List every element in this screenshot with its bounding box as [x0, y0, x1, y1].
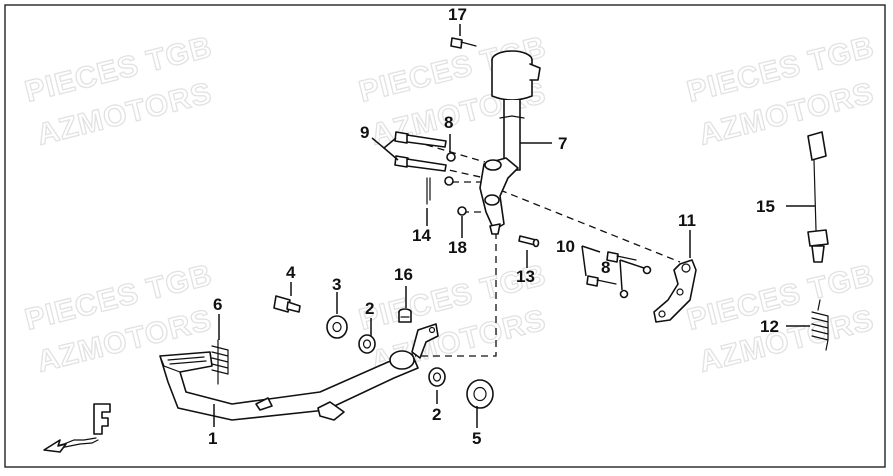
leader-lines	[213, 24, 815, 428]
return-spring	[211, 339, 229, 385]
reservoir-bolt	[450, 37, 477, 49]
cylinder-pin	[518, 235, 540, 248]
small-washer	[642, 265, 652, 275]
bracket-bolt	[586, 275, 617, 287]
small-washer	[457, 206, 467, 216]
small-washer	[446, 152, 456, 162]
callout-13: 13	[516, 267, 535, 286]
switch-spring	[811, 299, 829, 351]
front-arrow-icon: F	[43, 403, 111, 453]
long-bolt	[394, 155, 447, 172]
callout-3: 3	[332, 275, 341, 294]
washer-part	[358, 334, 376, 354]
callout-4: 4	[286, 263, 296, 282]
callout-8: 8	[444, 113, 453, 132]
mounting-bracket	[653, 259, 697, 323]
callout-11: 11	[678, 211, 696, 230]
callout-15: 15	[756, 197, 775, 216]
grease-nipple	[398, 308, 412, 323]
callout-9: 9	[360, 123, 369, 142]
washer-part	[466, 379, 494, 409]
callout-1: 1	[208, 429, 217, 448]
watermark-group: PIECES TGB AZMOTORS PIECES TGB AZMOTORS …	[21, 30, 878, 380]
callout-group: 1 2 2 3 4 5 6 7 8 8 9 10 11 12 13 14 15 …	[208, 5, 779, 448]
small-washer	[444, 176, 454, 186]
diagram-frame	[4, 4, 886, 468]
washer-part	[428, 367, 446, 387]
brake-pedal-lever	[159, 323, 439, 421]
callout-8: 8	[601, 258, 610, 277]
bracket-bolt	[606, 251, 637, 263]
callout-7: 7	[558, 134, 567, 153]
master-cylinder	[479, 157, 519, 235]
brake-light-switch	[807, 131, 829, 263]
cotter-pin	[426, 177, 431, 205]
callout-2: 2	[432, 405, 441, 424]
washer-part	[326, 315, 348, 339]
callout-12: 12	[760, 317, 779, 336]
callout-10: 10	[556, 237, 575, 256]
callout-16: 16	[394, 265, 413, 284]
callout-6: 6	[213, 295, 222, 314]
small-washer	[619, 289, 629, 299]
callout-17: 17	[448, 5, 467, 24]
callout-2: 2	[365, 299, 374, 318]
callout-5: 5	[472, 429, 481, 448]
callout-18: 18	[448, 238, 467, 257]
callout-14: 14	[412, 226, 431, 245]
bolt-part	[273, 295, 301, 313]
